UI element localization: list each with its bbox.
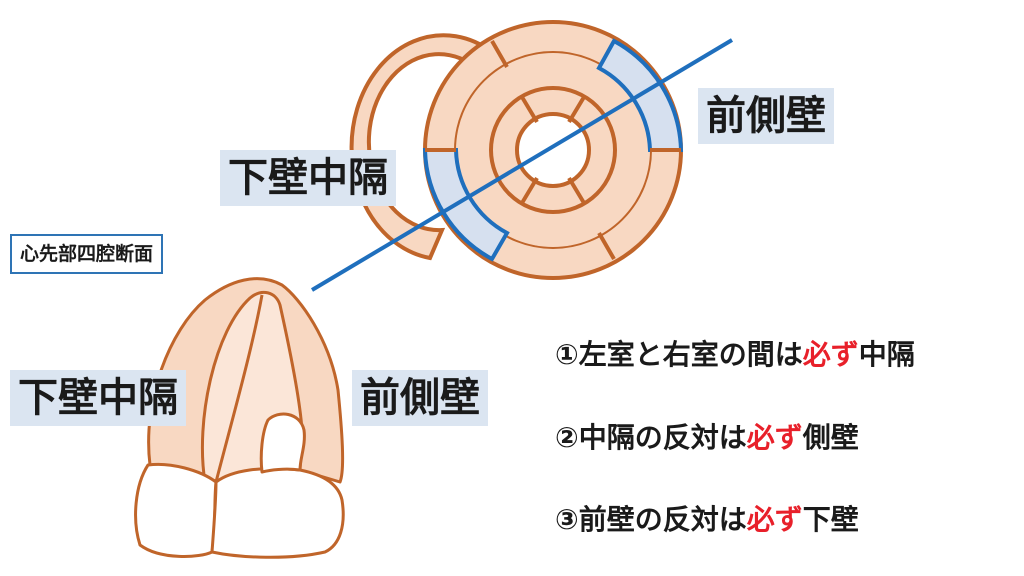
four-chamber-view — [134, 277, 345, 559]
septum-line — [214, 294, 264, 483]
rule-3-emphasis: 必ず — [746, 503, 803, 536]
rule-2: ②中隔の反対は必ず側壁 — [555, 418, 859, 458]
rule-2-prefix: ②中隔の反対は — [555, 421, 747, 454]
rule-2-suffix: 側壁 — [802, 421, 859, 454]
rule-1-emphasis: 必ず — [802, 338, 859, 371]
label-inferoseptal-top: 下壁中隔 — [220, 150, 396, 206]
left-chambers — [134, 462, 218, 558]
right-chambers — [210, 467, 345, 559]
imaging-plane-line — [310, 38, 734, 292]
rule-3: ③前壁の反対は必ず下壁 — [555, 500, 859, 540]
rule-3-suffix: 下壁 — [802, 503, 859, 536]
rule-1-suffix: 中隔 — [858, 338, 915, 371]
rule-2-emphasis: 必ず — [746, 421, 803, 454]
atrial-bulge — [259, 412, 306, 474]
label-inferoseptal-bottom: 下壁中隔 — [10, 370, 186, 426]
rule-3-prefix: ③前壁の反対は — [555, 503, 747, 536]
rule-1: ①左室と右室の間は必ず中隔 — [555, 335, 915, 375]
label-anterolateral-top: 前側壁 — [698, 88, 834, 144]
label-anterolateral-bottom: 前側壁 — [352, 370, 488, 426]
view-name-box: 心先部四腔断面 — [10, 234, 164, 274]
rule-1-prefix: ①左室と右室の間は — [555, 338, 803, 371]
left-ventricle-short-axis — [422, 20, 684, 280]
inferoseptal-segment — [422, 148, 510, 262]
